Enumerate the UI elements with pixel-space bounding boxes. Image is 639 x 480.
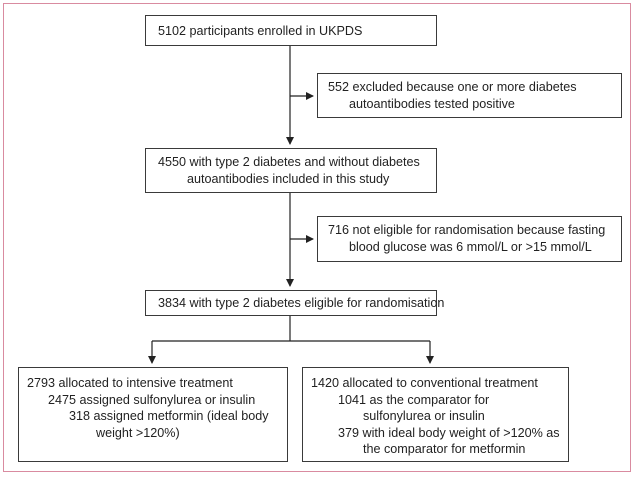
intensive-text-4: weight >120%)	[96, 425, 180, 440]
excluded-box: 552 excluded because one or more diabete…	[317, 73, 622, 118]
conventional-text-3: sulfonylurea or insulin	[363, 409, 485, 423]
conventional-text-4: 379 with ideal body weight of >120% as	[338, 425, 560, 440]
intensive-text-2: 2475 assigned sulfonylurea or insulin	[48, 392, 256, 407]
excluded-text-1: 552 excluded because one or more diabete…	[328, 80, 577, 94]
eligible-box: 3834 with type 2 diabetes eligible for r…	[145, 290, 445, 316]
intensive-text-1: 2793 allocated to intensive treatment	[27, 376, 233, 390]
not-eligible-text-1: 716 not eligible for randomisation becau…	[328, 223, 606, 237]
enrolled-text: 5102 participants enrolled in UKPDS	[158, 24, 363, 38]
conventional-text-5: the comparator for metformin	[363, 442, 526, 456]
conventional-text-1: 1420 allocated to conventional treatment	[311, 376, 538, 390]
not-eligible-box: 716 not eligible for randomisation becau…	[317, 216, 622, 262]
intensive-text-3: 318 assigned metformin (ideal body	[69, 409, 269, 423]
conventional-box: 1420 allocated to conventional treatment…	[302, 367, 569, 462]
conventional-text-2: 1041 as the comparator for	[338, 392, 490, 407]
enrolled-box: 5102 participants enrolled in UKPDS	[145, 15, 437, 46]
included-text-2: autoantibodies included in this study	[187, 171, 390, 186]
included-box: 4550 with type 2 diabetes and without di…	[145, 148, 437, 193]
intensive-box: 2793 allocated to intensive treatment 24…	[18, 367, 288, 462]
included-text-1: 4550 with type 2 diabetes and without di…	[158, 155, 420, 169]
eligible-text: 3834 with type 2 diabetes eligible for r…	[158, 296, 445, 310]
figure-frame	[3, 3, 631, 472]
not-eligible-text-2: blood glucose was 6 mmol/L or >15 mmol/L	[349, 239, 592, 254]
excluded-text-2: autoantibodies tested positive	[349, 96, 515, 111]
